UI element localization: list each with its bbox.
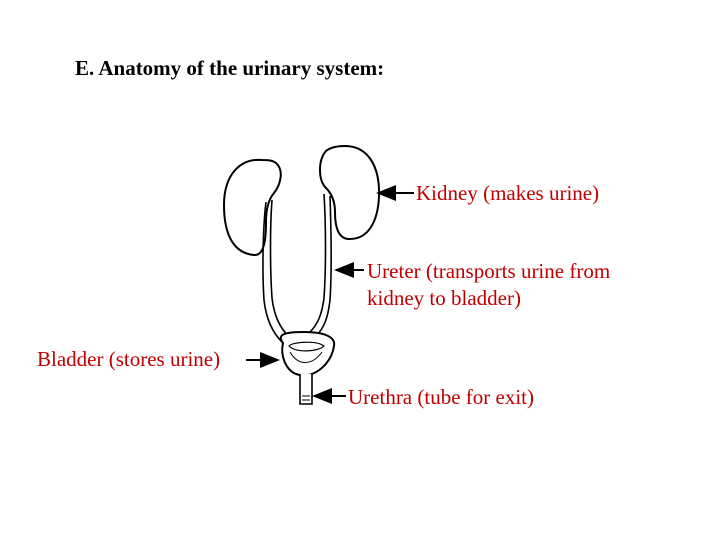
bladder-label: Bladder (stores urine) xyxy=(37,347,221,371)
bladder xyxy=(279,330,336,377)
urethra-label: Urethra (tube for exit) xyxy=(348,385,534,409)
urethra xyxy=(299,374,313,405)
left-ureter xyxy=(262,199,291,343)
ureter-label-line2: kidney to bladder) xyxy=(367,286,521,310)
kidney-label: Kidney (makes urine) xyxy=(416,181,600,205)
ureter-label: Ureter (transports urine from kidney to … xyxy=(367,258,610,312)
ureter-label-line1: Ureter (transports urine from xyxy=(367,259,611,283)
left-kidney xyxy=(222,158,282,256)
right-kidney xyxy=(319,144,381,241)
diagram-title: E. Anatomy of the urinary system: xyxy=(75,56,385,80)
right-ureter xyxy=(309,193,332,337)
